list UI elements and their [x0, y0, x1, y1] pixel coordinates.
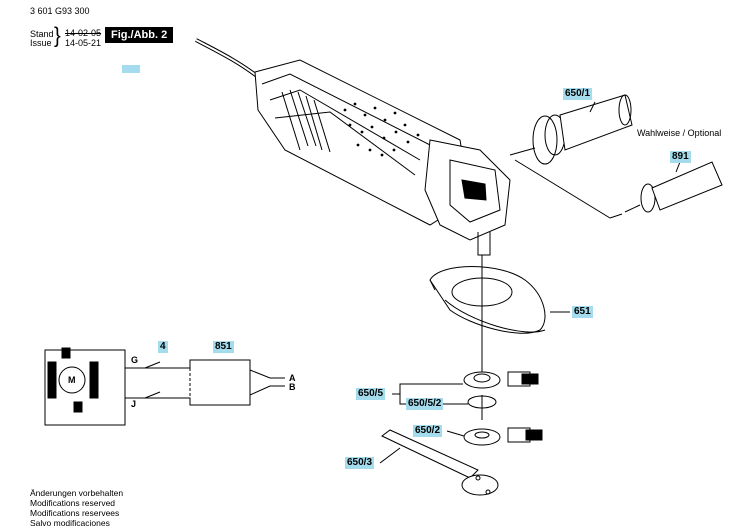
- nut-detail-icon: [507, 427, 543, 443]
- stand-date: 14-02-05: [65, 28, 102, 38]
- issue-label: Issue: [30, 38, 52, 48]
- optional-note: Wahlweise / Optional: [637, 128, 722, 138]
- footer-line: Änderungen vorbehalten: [30, 488, 124, 498]
- terminal-a-label: A: [289, 373, 296, 383]
- angle-grinder-body: [254, 59, 511, 256]
- flange-detail-icon: [507, 371, 539, 387]
- callout-650-5: 650/5: [356, 388, 386, 400]
- callout-650-5-2: 650/5/2: [406, 398, 444, 410]
- figure-badge: Fig./Abb. 2: [105, 27, 174, 43]
- motor-label: M: [68, 375, 76, 385]
- footer-notes: Änderungen vorbehalten Modifications res…: [30, 488, 123, 528]
- brace-glyph: }: [54, 23, 61, 49]
- clamping-nut-650-2: [463, 428, 501, 446]
- callout-851: 851: [213, 341, 234, 353]
- guard-651: [429, 266, 546, 334]
- spanner-650-3: [381, 429, 499, 496]
- stand-label: Stand: [30, 29, 54, 39]
- terminal-b-label: B: [289, 382, 296, 392]
- terminal-j-label: J: [131, 399, 137, 409]
- callout-650-1: 650/1: [563, 88, 593, 100]
- callout-650-2: 650/2: [413, 425, 443, 437]
- mounting-flange-650-5: [463, 371, 501, 389]
- document-number: 3 601 G93 300: [30, 6, 90, 16]
- o-ring-650-5-2: [467, 395, 497, 409]
- side-handle-891: [624, 161, 723, 213]
- highlight-marker: [122, 65, 140, 73]
- terminal-g-label: G: [131, 355, 139, 365]
- wiring-diagram: [44, 347, 285, 426]
- callout-891: 891: [670, 151, 691, 163]
- footer-line: Modifications reservees: [30, 508, 120, 518]
- callout-650-3: 650/3: [345, 457, 375, 469]
- footer-line: Salvo modificaciones: [30, 518, 110, 528]
- callout-651: 651: [572, 306, 593, 318]
- side-handle-650-1: [509, 94, 633, 165]
- issue-date: 14-05-21: [65, 38, 102, 48]
- grip-texture: [343, 102, 420, 157]
- callout-4: 4: [158, 341, 168, 353]
- footer-line: Modifications reserved: [30, 498, 116, 508]
